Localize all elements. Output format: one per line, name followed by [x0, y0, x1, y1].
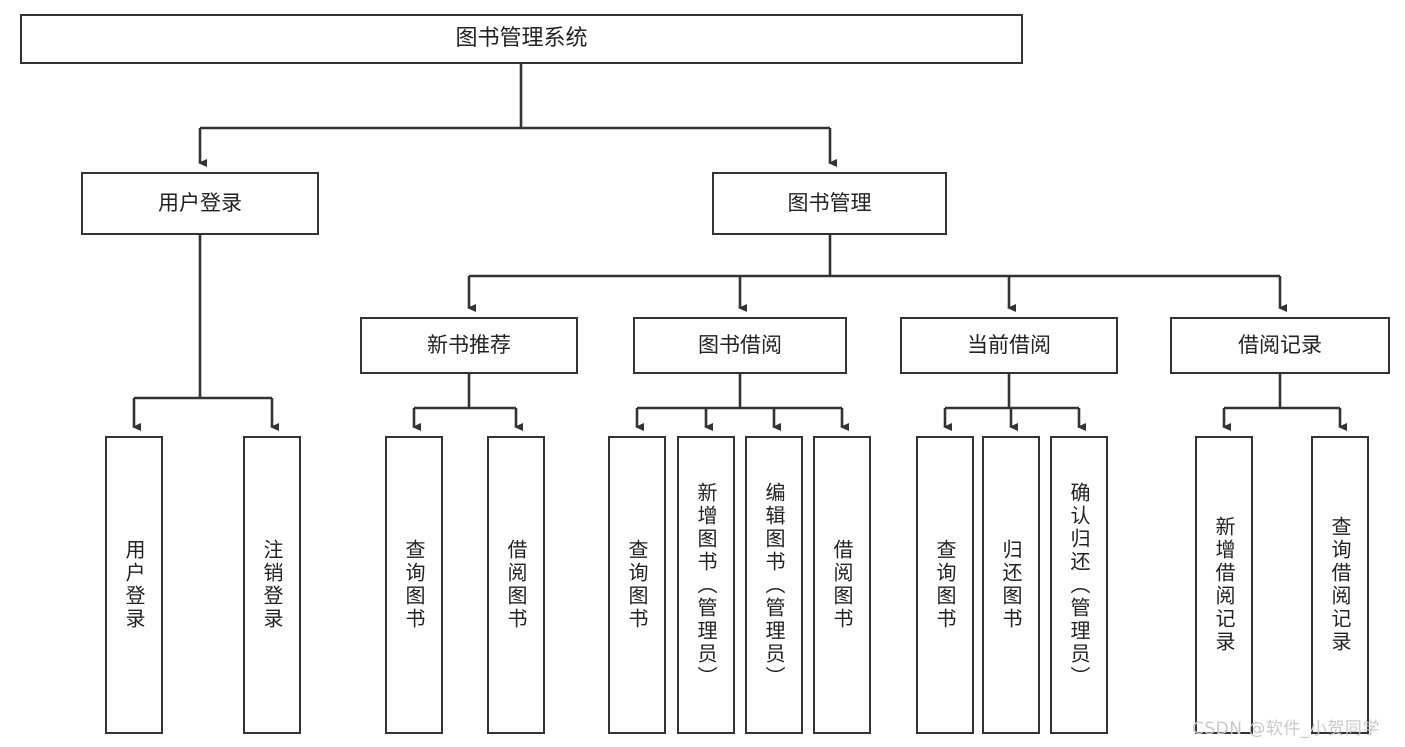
node-user-login[interactable]: 用户登录: [81, 172, 319, 235]
leaf-borrow-book-label: 借阅图书: [830, 539, 854, 631]
leaf-query-book-borrow-label: 查询图书: [625, 539, 649, 631]
leaf-add-borrow-record[interactable]: 新增借阅记录: [1195, 436, 1253, 734]
leaf-edit-book-admin-label: 编辑图书（管理员）: [762, 481, 786, 689]
leaf-query-borrow-record-label: 查询借阅记录: [1328, 516, 1352, 654]
node-root-label: 图书管理系统: [455, 26, 588, 52]
leaf-user-login[interactable]: 用户登录: [105, 436, 163, 734]
leaf-edit-book-admin[interactable]: 编辑图书（管理员）: [745, 436, 803, 734]
leaf-query-book-recommend-label: 查询图书: [402, 539, 426, 631]
leaf-query-book-borrow[interactable]: 查询图书: [608, 436, 666, 734]
node-user-login-label: 用户登录: [158, 191, 242, 216]
leaf-borrow-book-recommend[interactable]: 借阅图书: [487, 436, 545, 734]
leaf-query-book-current-label: 查询图书: [933, 539, 957, 631]
node-current-borrow[interactable]: 当前借阅: [900, 317, 1118, 374]
leaf-add-book-admin[interactable]: 新增图书（管理员）: [677, 436, 735, 734]
leaf-query-book-recommend[interactable]: 查询图书: [385, 436, 443, 734]
node-borrow-record-label: 借阅记录: [1238, 333, 1322, 358]
leaf-confirm-return-admin-label: 确认归还（管理员）: [1067, 481, 1091, 689]
leaf-confirm-return-admin[interactable]: 确认归还（管理员）: [1050, 436, 1108, 734]
leaf-borrow-book-recommend-label: 借阅图书: [504, 539, 528, 631]
node-root[interactable]: 图书管理系统: [20, 14, 1023, 64]
leaf-query-book-current[interactable]: 查询图书: [916, 436, 974, 734]
leaf-user-login-label: 用户登录: [122, 539, 146, 631]
leaf-add-book-admin-label: 新增图书（管理员）: [694, 481, 718, 689]
csdn-watermark: CSDN @软件_小贺同学: [1192, 719, 1380, 739]
leaf-return-book-label: 归还图书: [999, 539, 1023, 631]
leaf-query-borrow-record[interactable]: 查询借阅记录: [1311, 436, 1369, 734]
node-book-borrow[interactable]: 图书借阅: [633, 317, 847, 374]
leaf-return-book[interactable]: 归还图书: [982, 436, 1040, 734]
node-book-manage-label: 图书管理: [787, 191, 872, 216]
leaf-logout-label: 注销登录: [260, 539, 284, 631]
node-book-manage[interactable]: 图书管理: [712, 172, 947, 235]
node-new-book-recommend-label: 新书推荐: [427, 333, 511, 358]
node-book-borrow-label: 图书借阅: [698, 333, 782, 358]
node-new-book-recommend[interactable]: 新书推荐: [360, 317, 578, 374]
leaf-add-borrow-record-label: 新增借阅记录: [1212, 516, 1236, 654]
leaf-borrow-book[interactable]: 借阅图书: [813, 436, 871, 734]
node-borrow-record[interactable]: 借阅记录: [1170, 317, 1390, 374]
leaf-logout[interactable]: 注销登录: [243, 436, 301, 734]
node-current-borrow-label: 当前借阅: [967, 333, 1051, 358]
